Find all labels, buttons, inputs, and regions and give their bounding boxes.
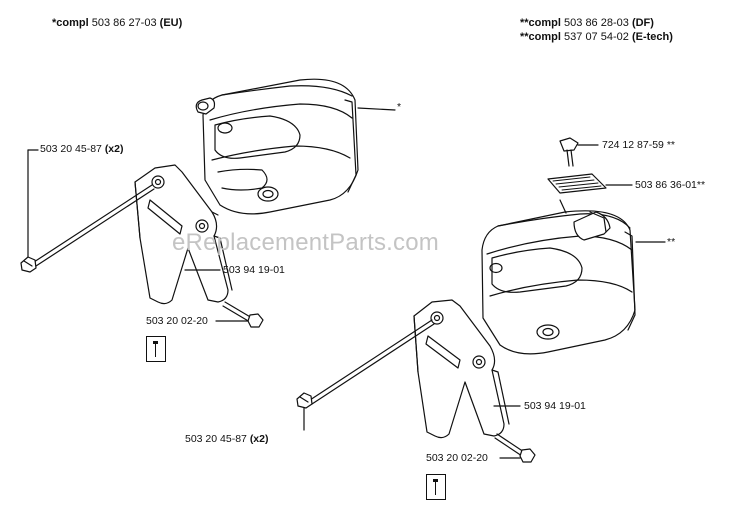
right-bolt-qty: (x2) (249, 433, 269, 445)
right-tool-box (426, 474, 446, 500)
header-left-variant: (EU) (159, 17, 183, 29)
header-right-2: **compl 537 07 54-02 (E-tech) (520, 31, 673, 43)
right-muffler-marker: ** (667, 236, 676, 248)
header-right-1-number: 503 86 28-03 (564, 17, 629, 29)
right-top-screw-marker: ** (666, 139, 675, 151)
header-left-number: 503 86 27-03 (91, 17, 157, 29)
left-bracket (134, 164, 233, 305)
header-right-2-variant: (E-tech) (631, 31, 673, 43)
left-bolt-callout: 503 20 45-87 (x2) (40, 143, 124, 155)
right-small-screw (494, 433, 536, 463)
left-bracket-callout: 503 94 19-01 (223, 264, 285, 276)
right-bracket-callout: 503 94 19-01 (524, 400, 586, 412)
header-right-2-prefix: **compl (520, 31, 561, 43)
right-top-screw-callout: 724 12 87-59 ** (602, 139, 675, 151)
right-bolt-callout: 503 20 45-87 (x2) (185, 433, 269, 445)
right-bolt-number: 503 20 45-87 (185, 433, 247, 445)
watermark: eReplacementParts.com (172, 229, 439, 256)
right-long-bolt (296, 319, 435, 409)
left-screw-callout: 503 20 02-20 (146, 315, 208, 327)
right-plate-number: 503 86 36-01 (635, 179, 697, 191)
left-bolt-qty: (x2) (104, 143, 124, 155)
right-top-screw (559, 137, 579, 167)
left-bolt-number: 503 20 45-87 (40, 143, 102, 155)
right-plate-callout: 503 86 36-01** (635, 179, 705, 191)
header-left-prefix: *compl (52, 17, 89, 29)
right-screw-callout: 503 20 02-20 (426, 452, 488, 464)
wrench-tool-icon (153, 341, 158, 357)
left-muffler-marker: * (397, 101, 402, 113)
left-tool-box (146, 336, 166, 362)
header-right-1: **compl 503 86 28-03 (DF) (520, 17, 654, 29)
right-muffler (481, 199, 636, 355)
header-right-1-variant: (DF) (631, 17, 654, 29)
left-small-screw (222, 301, 264, 328)
left-muffler-leader (357, 107, 396, 111)
header-right-2-number: 537 07 54-02 (564, 31, 629, 43)
wrench-tool-icon (433, 479, 438, 495)
right-label-plate (547, 173, 607, 194)
right-plate-marker: ** (696, 179, 706, 191)
left-muffler (195, 78, 359, 215)
right-bracket (413, 299, 510, 439)
right-top-screw-number: 724 12 87-59 (602, 139, 664, 151)
left-long-bolt (20, 184, 155, 273)
header-right-1-prefix: **compl (520, 17, 561, 29)
header-left: *compl 503 86 27-03 (EU) (52, 17, 182, 29)
